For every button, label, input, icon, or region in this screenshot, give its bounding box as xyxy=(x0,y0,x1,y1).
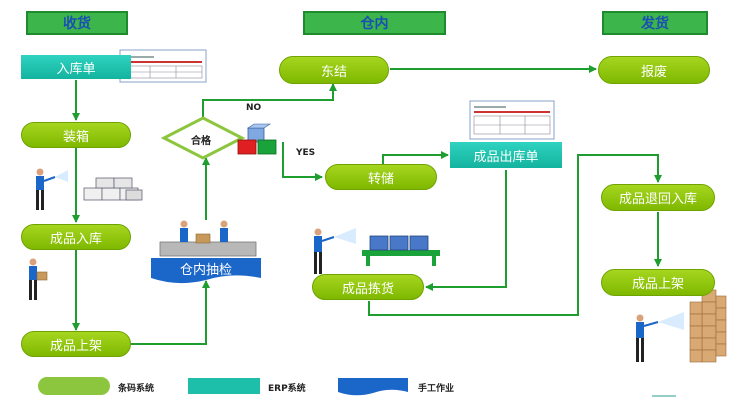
legend-barcode-label: 条码系统 xyxy=(118,384,155,394)
legend-manual-label: 手工作业 xyxy=(418,384,455,394)
legend-manual-swatch xyxy=(338,378,408,396)
edge-outbound-to-picking xyxy=(425,170,507,291)
header-inside: 仓内 xyxy=(303,11,446,35)
legend-barcode-swatch xyxy=(38,377,110,395)
node-freeze: 东结 xyxy=(279,56,389,84)
cubes-icon xyxy=(237,123,277,155)
header-receive: 收货 xyxy=(26,11,128,35)
node-shelving-left: 成品上架 xyxy=(21,331,131,357)
document-thumbnail-inbound xyxy=(119,49,207,83)
edge-qualified-no-to-freeze xyxy=(202,83,337,118)
label-no: NO xyxy=(246,103,262,113)
node-transfer: 转储 xyxy=(325,164,437,190)
document-thumbnail-outbound xyxy=(469,100,555,140)
node-outbound-order: 成品出库单 xyxy=(450,142,562,168)
edge-qualified-yes-to-transfer xyxy=(282,142,323,181)
node-scrap: 报废 xyxy=(598,56,710,84)
conveyor-icon xyxy=(362,235,440,266)
worker-scanner-icon-2 xyxy=(314,228,356,274)
label-yes: YES xyxy=(296,148,316,158)
worker-scanner-icon-1 xyxy=(36,168,68,210)
legend-erp-swatch xyxy=(188,378,260,394)
inspection-manual-shape xyxy=(151,258,261,284)
legend-erp-label: ERP系统 xyxy=(268,384,306,394)
node-boxing: 装箱 xyxy=(21,122,131,148)
node-picking: 成品拣货 xyxy=(312,274,424,300)
node-inbound-order: 入库单 xyxy=(21,55,131,79)
header-ship: 发货 xyxy=(602,11,708,35)
boxes-icon xyxy=(83,177,143,201)
worker-carrying-icon xyxy=(29,258,48,300)
edge-transfer-to-outbound xyxy=(382,151,449,164)
edge-picking-to-return xyxy=(368,154,662,316)
inspection-station-icon xyxy=(159,220,257,257)
shelf-boxes-icon xyxy=(689,289,727,363)
node-qualified: 合格 xyxy=(191,136,211,147)
node-inspection: 仓内抽检 xyxy=(179,262,232,278)
worker-scanner-icon-3 xyxy=(636,312,684,362)
edge-shelving-to-inspection xyxy=(131,280,210,345)
node-shelving-right: 成品上架 xyxy=(601,269,715,296)
node-finished-inbound: 成品入库 xyxy=(21,224,131,250)
qualified-diamond xyxy=(160,116,246,160)
node-return-inbound: 成品退回入库 xyxy=(601,184,715,211)
